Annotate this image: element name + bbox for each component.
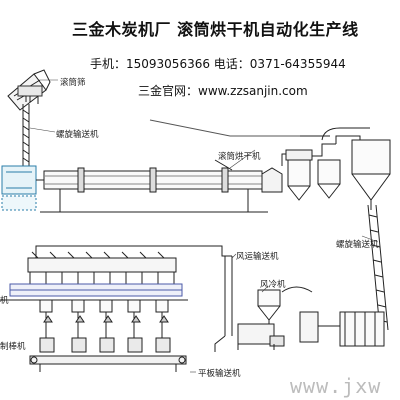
watermark-text: www.jxw (290, 374, 382, 398)
air-cooler (237, 286, 313, 350)
air-conveyor-duct (35, 245, 233, 352)
label-drum-dryer: 滚筒烘干机 (218, 152, 261, 162)
label-air-cooler: 风冷机 (260, 280, 286, 290)
cyclone-dust-collector (281, 127, 391, 210)
hot-air-furnace (1, 165, 46, 211)
drum-screen (7, 69, 51, 111)
drum-dryer (40, 159, 283, 213)
label-left-partial: 机 (0, 296, 9, 306)
label-screw-conveyor-1: 螺旋输送机 (56, 130, 99, 140)
rod-making-machines (39, 299, 171, 353)
leader-lines (29, 79, 379, 373)
flat-conveyor (29, 355, 187, 372)
website-line: 三金官网：www.zzsanjin.com (138, 84, 308, 98)
contact-line: 手机：15093056366 电话：0371-64355944 (90, 57, 346, 71)
label-screw-conveyor-2: 螺旋输送机 (336, 240, 379, 250)
label-flat-conveyor: 平板输送机 (198, 369, 241, 379)
distribution-hoppers (0, 251, 188, 301)
collection-equipment (299, 311, 385, 347)
label-air-conveyor: 风运输送机 (236, 252, 279, 262)
page-title: 三金木炭机厂 滚筒烘干机自动化生产线 (72, 20, 359, 39)
label-rod-machine: 制棒机 (0, 342, 26, 352)
label-drum-screen: 滚筒筛 (60, 78, 86, 88)
top-transfer-line (149, 119, 330, 137)
screw-conveyor-2 (367, 204, 389, 331)
